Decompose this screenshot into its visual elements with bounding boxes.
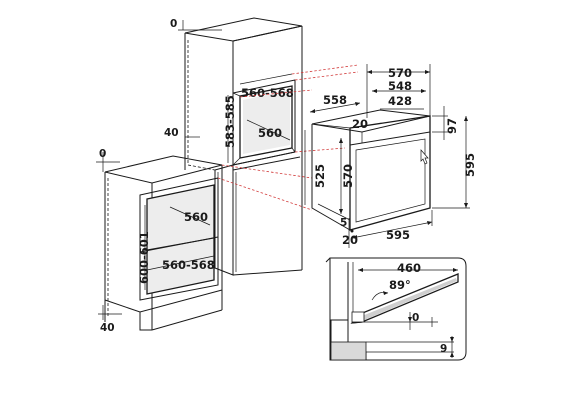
oven-width-top-label: 570 bbox=[388, 66, 412, 80]
oven-width-mid-label: 548 bbox=[388, 79, 412, 93]
base-bottom-gap-label: 40 bbox=[100, 322, 115, 334]
base-top-gap-label: 0 bbox=[99, 148, 106, 160]
tall-niche-depth-label: 560 bbox=[258, 126, 282, 140]
tall-top-gap-label: 0 bbox=[170, 18, 177, 30]
base-niche-depth-label: 560 bbox=[184, 210, 208, 224]
detail-clearance-bottom-label: 9 bbox=[440, 343, 447, 355]
oven-box-height-label: 525 bbox=[313, 164, 327, 188]
tall-side-gap-label: 40 bbox=[164, 127, 179, 139]
tall-niche-width-label: 560-568 bbox=[241, 86, 294, 100]
detail-clearance-top-label: 0 bbox=[412, 312, 419, 324]
oven bbox=[311, 109, 431, 231]
door-detail bbox=[325, 257, 467, 361]
oven-depth-label: 558 bbox=[323, 93, 347, 107]
oven-front-width-label: 595 bbox=[386, 228, 410, 242]
detail-opening-length-label: 460 bbox=[397, 261, 421, 275]
oven-front-offset-label: 20 bbox=[352, 117, 368, 131]
oven-total-height-label: 595 bbox=[463, 153, 477, 177]
base-niche-height-label: 600-601 bbox=[137, 231, 151, 284]
oven-width-inner-label: 428 bbox=[388, 94, 412, 108]
oven-panel-height-label: 97 bbox=[445, 118, 459, 134]
detail-opening-angle-label: 89° bbox=[389, 278, 411, 292]
base-cabinet bbox=[104, 155, 223, 331]
tall-niche-height-label: 583-585 bbox=[223, 95, 237, 148]
oven-body-height-label: 570 bbox=[341, 164, 355, 188]
base-niche-width-label: 560-568 bbox=[162, 258, 215, 272]
projection-lines bbox=[217, 64, 359, 211]
oven-bottom-gap-label: 20 bbox=[342, 233, 358, 247]
oven-bottom-offset-label: 5 bbox=[340, 217, 347, 229]
